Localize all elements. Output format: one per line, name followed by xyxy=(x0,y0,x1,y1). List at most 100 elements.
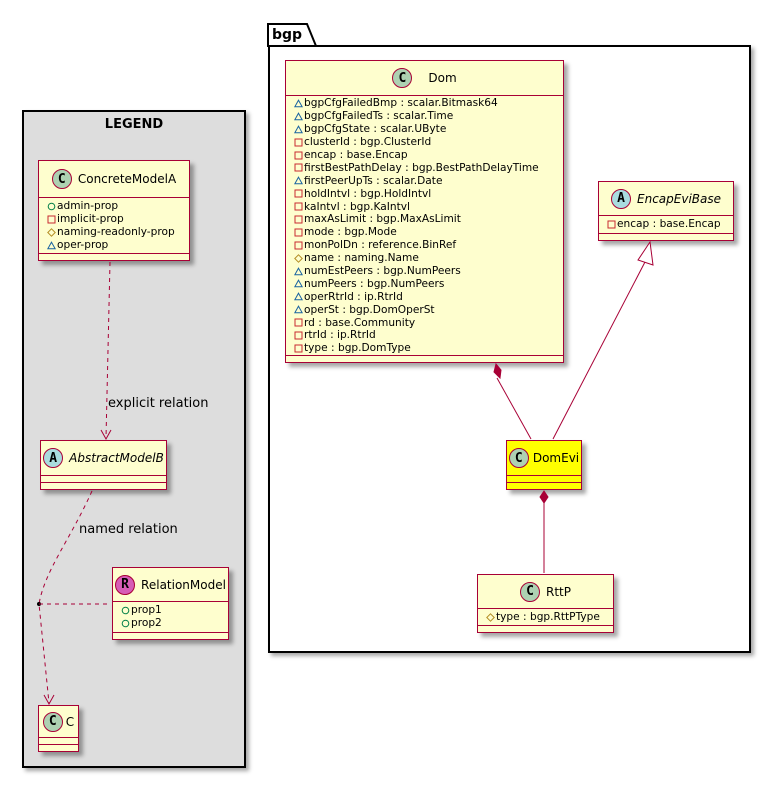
package-visibility-icon xyxy=(292,124,304,134)
attribute-text: rd : base.Community xyxy=(304,316,416,329)
attribute-row: prop1 xyxy=(119,604,222,617)
private-visibility-icon xyxy=(292,331,304,340)
private-visibility-icon xyxy=(292,228,304,237)
public-visibility-icon xyxy=(45,202,57,211)
attribute-text: type : bgp.RttPType xyxy=(496,611,600,624)
attribute-row: numEstPeers : bgp.NumPeers xyxy=(292,265,557,278)
abstract-badge: A xyxy=(611,188,631,209)
attribute-row: kaIntvl : bgp.KaIntvl xyxy=(292,200,557,213)
package-visibility-icon xyxy=(292,266,304,276)
attribute-row: prop2 xyxy=(119,617,222,630)
private-visibility-icon xyxy=(292,215,304,224)
package-visibility-icon xyxy=(292,176,304,185)
class-badge: C xyxy=(392,68,413,88)
attribute-text: numEstPeers : bgp.NumPeers xyxy=(304,265,461,278)
attribute-text: encap : base.Encap xyxy=(617,218,721,231)
attribute-text: prop1 xyxy=(131,604,162,617)
package-visibility-icon xyxy=(292,112,304,121)
attribute-row: monPolDn : reference.BinRef xyxy=(292,239,557,252)
class-name: ConcreteModelA xyxy=(77,172,177,186)
class-dom-evi[interactable]: C DomEvi xyxy=(506,440,582,490)
attribute-row: encap : base.Encap xyxy=(605,218,727,231)
private-visibility-icon xyxy=(292,318,304,327)
protected-visibility-icon xyxy=(292,253,304,263)
attribute-text: type : bgp.DomType xyxy=(304,342,411,355)
attribute-text: holdIntvl : bgp.HoldIntvl xyxy=(304,187,432,200)
class-name: RttP xyxy=(546,584,571,599)
attribute-text: implicit-prop xyxy=(57,213,124,226)
class-name: Dom xyxy=(428,71,457,85)
private-visibility-icon xyxy=(292,344,304,353)
attribute-row: name : naming.Name xyxy=(292,252,557,265)
class-name: C xyxy=(65,714,75,729)
class-c[interactable]: C C xyxy=(38,705,79,752)
attribute-row: type : bgp.RttPType xyxy=(484,611,607,624)
attribute-text: operRtrId : ip.RtrId xyxy=(304,290,403,303)
attribute-row: holdIntvl : bgp.HoldIntvl xyxy=(292,187,557,200)
attribute-text: operSt : bgp.DomOperSt xyxy=(304,303,435,316)
private-visibility-icon xyxy=(292,163,304,172)
package-visibility-icon xyxy=(292,305,304,314)
relation-badge: R xyxy=(115,574,136,595)
class-badge: C xyxy=(51,169,72,189)
class-name: DomEvi xyxy=(532,451,580,465)
attribute-text: firstPeerUpTs : scalar.Date xyxy=(304,174,443,187)
package-visibility-icon xyxy=(45,240,57,250)
private-visibility-icon xyxy=(292,189,304,198)
package-visibility-icon xyxy=(292,279,304,288)
attribute-row: clusterId : bgp.ClusterId xyxy=(292,136,557,149)
attribute-row: maxAsLimit : bgp.MaxAsLimit xyxy=(292,213,557,226)
attribute-row: implicit-prop xyxy=(45,213,183,226)
attribute-text: mode : bgp.Mode xyxy=(304,226,397,239)
private-visibility-icon xyxy=(292,241,304,250)
attribute-row: rtrId : ip.RtrId xyxy=(292,329,557,342)
public-visibility-icon xyxy=(119,619,131,628)
class-name: RelationModel xyxy=(141,577,226,592)
attribute-row: type : bgp.DomType xyxy=(292,342,557,355)
abstract-badge: A xyxy=(43,448,64,468)
attribute-text: name : naming.Name xyxy=(304,252,419,265)
attribute-text: admin-prop xyxy=(57,200,119,213)
attribute-row: firstPeerUpTs : scalar.Date xyxy=(292,174,557,187)
class-abstract-model-b[interactable]: A AbstractModelB xyxy=(40,440,167,490)
attribute-row: operSt : bgp.DomOperSt xyxy=(292,303,557,316)
attribute-row: oper-prop xyxy=(45,239,183,252)
attribute-row: naming-readonly-prop xyxy=(45,226,183,239)
attribute-text: naming-readonly-prop xyxy=(57,226,175,239)
class-dom[interactable]: C Dom bgpCfgFailedBmp : scalar.Bitmask64… xyxy=(285,60,564,363)
named-relation-label: named relation xyxy=(79,522,178,537)
legend-title: LEGEND xyxy=(104,117,164,132)
class-encap-evi-base[interactable]: A EncapEviBase encap : base.Encap xyxy=(598,181,734,241)
public-visibility-icon xyxy=(119,606,131,615)
private-visibility-icon xyxy=(292,151,304,160)
attribute-text: prop2 xyxy=(131,617,162,630)
attribute-row: operRtrId : ip.RtrId xyxy=(292,290,557,303)
attribute-row: numPeers : bgp.NumPeers xyxy=(292,277,557,290)
attribute-text: monPolDn : reference.BinRef xyxy=(304,239,457,252)
class-badge: C xyxy=(520,581,540,602)
private-visibility-icon xyxy=(605,220,617,229)
attribute-text: bgpCfgState : scalar.UByte xyxy=(304,123,447,136)
class-rttp[interactable]: C RttP type : bgp.RttPType xyxy=(477,574,614,633)
attribute-row: firstBestPathDelay : bgp.BestPathDelayTi… xyxy=(292,161,557,174)
class-badge: C xyxy=(42,711,63,732)
attribute-row: rd : base.Community xyxy=(292,316,557,329)
attribute-row: bgpCfgFailedTs : scalar.Time xyxy=(292,110,557,123)
package-name: bgp xyxy=(272,27,303,43)
attribute-text: encap : base.Encap xyxy=(304,149,408,161)
attribute-row: bgpCfgState : scalar.UByte xyxy=(292,123,557,136)
private-visibility-icon xyxy=(45,215,57,224)
explicit-relation-label: explicit relation xyxy=(108,396,209,411)
attribute-row: bgpCfgFailedBmp : scalar.Bitmask64 xyxy=(292,97,557,110)
protected-visibility-icon xyxy=(45,227,57,237)
protected-visibility-icon xyxy=(484,613,496,622)
attribute-text: kaIntvl : bgp.KaIntvl xyxy=(304,200,410,213)
attribute-row: admin-prop xyxy=(45,200,183,213)
attribute-text: bgpCfgFailedTs : scalar.Time xyxy=(304,110,454,123)
class-name: AbstractModelB xyxy=(69,451,164,465)
